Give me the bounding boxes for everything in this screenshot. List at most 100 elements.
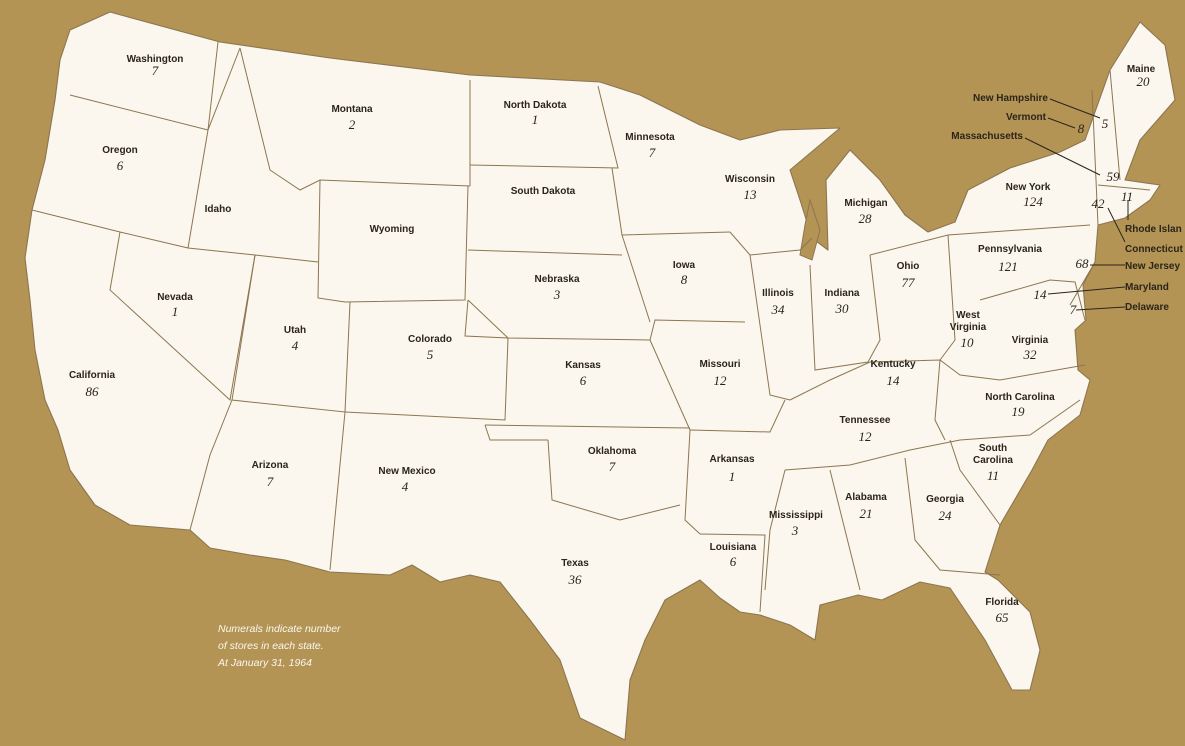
store-count-ca: 86 [86, 384, 100, 399]
state-label-nv: Nevada [157, 292, 193, 303]
store-count-ri: 11 [1121, 189, 1133, 204]
state-label-nc: North Carolina [985, 392, 1055, 403]
state-label-mt: Montana [331, 104, 373, 115]
state-label-de: Delaware [1125, 302, 1169, 313]
store-count-me: 20 [1137, 74, 1151, 89]
state-label-wy: Wyoming [370, 224, 415, 235]
store-count-oh: 77 [902, 275, 916, 290]
store-count-or: 6 [117, 158, 124, 173]
state-label-il: Illinois [762, 288, 794, 299]
store-count-sc: 11 [987, 468, 999, 483]
store-count-wv: 10 [961, 335, 975, 350]
store-count-va: 32 [1023, 347, 1038, 362]
state-label-wv-line2: Virginia [950, 322, 987, 333]
state-label-va: Virginia [1012, 335, 1049, 346]
store-count-nd: 1 [532, 112, 539, 127]
state-label-ar: Arkansas [709, 454, 754, 465]
leader-lines [1024, 98, 1129, 311]
store-count-ia: 8 [681, 272, 688, 287]
store-count-ky: 14 [887, 373, 901, 388]
state-label-wi: Wisconsin [725, 174, 775, 185]
state-label-mo: Missouri [699, 359, 740, 370]
state-label-ca: California [69, 370, 116, 381]
state-label-az: Arizona [252, 460, 289, 471]
state-label-ne: Nebraska [534, 274, 579, 285]
footnote-line-3: At January 31, 1964 [217, 657, 312, 669]
store-count-ks: 6 [580, 373, 587, 388]
state-label-ok: Oklahoma [588, 446, 637, 457]
store-count-ny: 124 [1023, 194, 1043, 209]
store-count-pa: 121 [998, 259, 1018, 274]
store-count-co: 5 [427, 347, 434, 362]
state-label-mn: Minnesota [625, 132, 675, 143]
state-label-or: Oregon [102, 145, 138, 156]
state-borders [31, 41, 1151, 613]
store-count-ga: 24 [939, 508, 953, 523]
store-count-nh: 5 [1102, 116, 1109, 131]
store-count-in: 30 [835, 301, 850, 316]
state-label-la: Louisiana [710, 542, 757, 553]
store-count-tn: 12 [859, 429, 873, 444]
state-label-wa: Washington [127, 54, 184, 65]
store-count-az: 7 [267, 474, 274, 489]
store-count-ms: 3 [791, 523, 799, 538]
store-count-tx: 36 [568, 572, 583, 587]
state-label-pa: Pennsylvania [978, 244, 1042, 255]
state-label-id: Idaho [205, 204, 232, 215]
us-landmass [24, 11, 1176, 741]
store-count-wi: 13 [744, 187, 758, 202]
state-label-ct: Connecticut [1125, 244, 1183, 255]
state-label-wv-line1: West [956, 310, 980, 321]
state-label-ma: Massachusetts [951, 131, 1023, 142]
footnote-line-1: Numerals indicate number [218, 623, 341, 635]
footnote-line-2: of stores in each state. [218, 640, 324, 652]
store-count-mi: 28 [859, 211, 873, 226]
state-label-ky: Kentucky [870, 359, 915, 370]
state-label-tn: Tennessee [840, 415, 891, 426]
store-count-ne: 3 [553, 287, 561, 302]
state-label-ri: Rhode Islan [1125, 224, 1182, 235]
state-label-in: Indiana [824, 288, 859, 299]
state-label-md: Maryland [1125, 282, 1169, 293]
store-count-nv: 1 [172, 304, 179, 319]
store-count-de: 7 [1070, 302, 1077, 317]
state-label-ks: Kansas [565, 360, 601, 371]
store-count-mt: 2 [349, 117, 356, 132]
state-label-me: Maine [1127, 64, 1156, 75]
store-count-ok: 7 [609, 459, 616, 474]
state-label-al: Alabama [845, 492, 887, 503]
store-count-nj: 68 [1076, 256, 1090, 271]
state-label-ms: Mississippi [769, 510, 823, 521]
state-label-oh: Ohio [897, 261, 920, 272]
store-count-la: 6 [730, 554, 737, 569]
store-count-ar: 1 [729, 469, 736, 484]
store-count-wa: 7 [152, 63, 159, 78]
store-count-mo: 12 [714, 373, 728, 388]
state-label-co: Colorado [408, 334, 452, 345]
store-count-mn: 7 [649, 145, 656, 160]
state-label-ia: Iowa [673, 260, 696, 271]
store-count-md: 14 [1034, 287, 1048, 302]
state-label-vt: Vermont [1006, 112, 1047, 123]
store-count-ut: 4 [292, 338, 299, 353]
state-label-ut: Utah [284, 325, 306, 336]
state-label-mi: Michigan [844, 198, 887, 209]
store-count-fl: 65 [996, 610, 1010, 625]
state-label-nd: North Dakota [504, 100, 567, 111]
state-label-tx: Texas [561, 558, 589, 569]
state-label-nh: New Hampshire [973, 93, 1048, 104]
state-label-sd: South Dakota [511, 186, 576, 197]
state-label-sc-line2: Carolina [973, 455, 1013, 466]
state-label-fl: Florida [985, 597, 1019, 608]
store-count-ct: 42 [1092, 196, 1106, 211]
map-footnote: Numerals indicate number of stores in ea… [217, 623, 341, 669]
store-count-ma: 59 [1107, 169, 1121, 184]
store-count-nm: 4 [402, 479, 409, 494]
store-count-nc: 19 [1012, 404, 1026, 419]
state-label-ny: New York [1006, 182, 1051, 193]
state-label-sc-line1: South [979, 443, 1007, 454]
state-label-ga: Georgia [926, 494, 964, 505]
state-label-nm: New Mexico [378, 466, 435, 477]
store-count-al: 21 [860, 506, 873, 521]
